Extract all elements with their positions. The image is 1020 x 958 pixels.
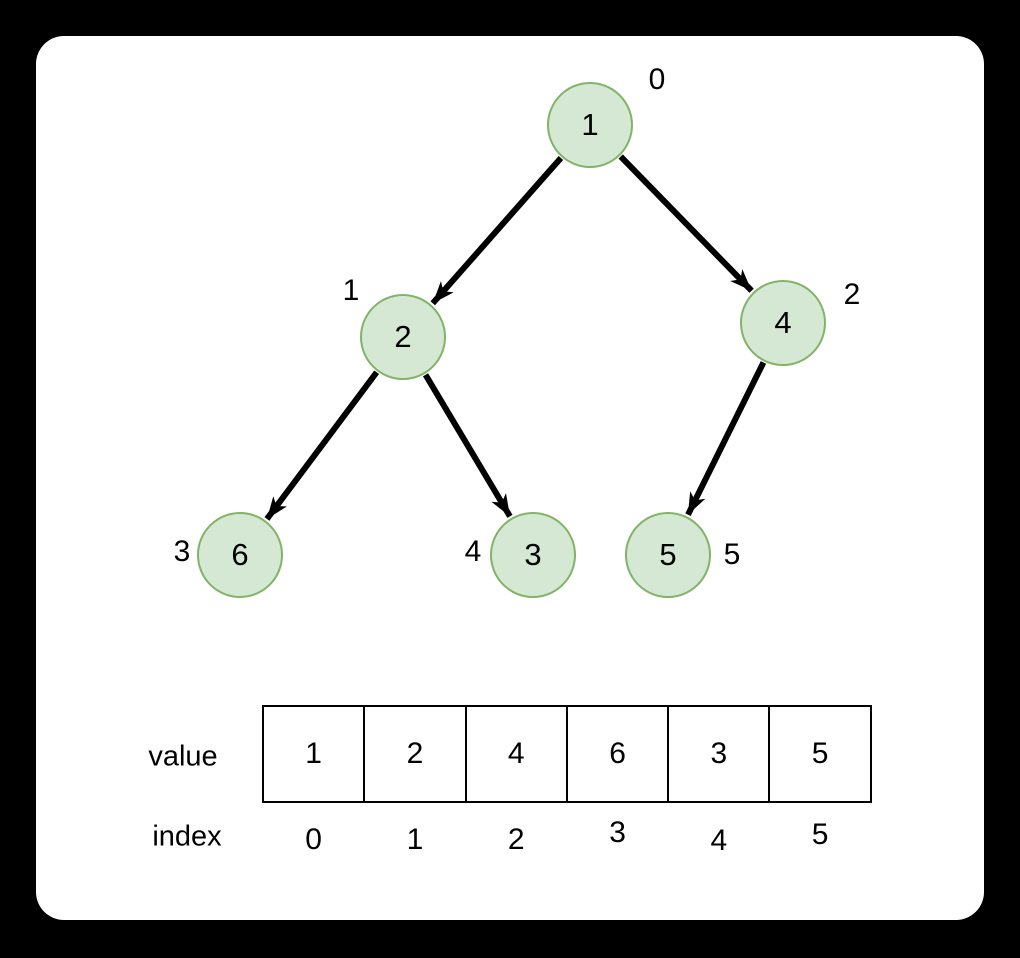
tree-node: 1 <box>547 82 633 168</box>
node-index-label: 4 <box>464 535 482 568</box>
node-index-label: 3 <box>173 535 191 568</box>
tree-edge <box>422 373 513 518</box>
array-cell: 2 <box>363 705 467 803</box>
tree-node: 2 <box>360 294 446 380</box>
tree-edge <box>430 156 564 306</box>
array-cell: 6 <box>565 705 670 803</box>
tree-node-value: 6 <box>231 537 249 572</box>
node-index-label: 5 <box>723 538 741 571</box>
node-index-label: 2 <box>843 278 861 311</box>
node-index-label: 1 <box>342 274 360 307</box>
array-cell: 1 <box>262 705 366 803</box>
tree-node-value: 5 <box>659 537 677 572</box>
array-index: 1 <box>406 823 424 856</box>
tree-edge <box>618 154 754 293</box>
array-index-row: 0 1 2 3 4 5 <box>263 818 871 857</box>
array-index: 2 <box>507 823 525 856</box>
tree-edge <box>264 370 380 521</box>
array-index: 3 <box>609 816 626 849</box>
tree-node: 6 <box>197 512 283 598</box>
tree-edges-layer <box>264 154 767 521</box>
node-index-label: 0 <box>648 63 666 96</box>
tree-node: 4 <box>740 280 826 366</box>
tree-node-value: 4 <box>774 305 792 340</box>
array-cell: 4 <box>464 705 568 803</box>
array-index: 4 <box>710 824 728 857</box>
array-index-label: index <box>152 820 222 853</box>
tree-node: 5 <box>625 512 711 598</box>
array-value-label: value <box>148 740 218 773</box>
tree-node-value: 2 <box>394 319 412 354</box>
tree-node-value: 1 <box>581 107 599 142</box>
tree-node-value: 3 <box>524 537 542 572</box>
array-cell: 3 <box>667 705 771 803</box>
array-index: 5 <box>811 818 829 851</box>
tree-node: 3 <box>490 512 576 598</box>
array-index: 0 <box>305 823 322 856</box>
array-cell: 5 <box>768 705 872 803</box>
tree-edge <box>685 361 767 517</box>
